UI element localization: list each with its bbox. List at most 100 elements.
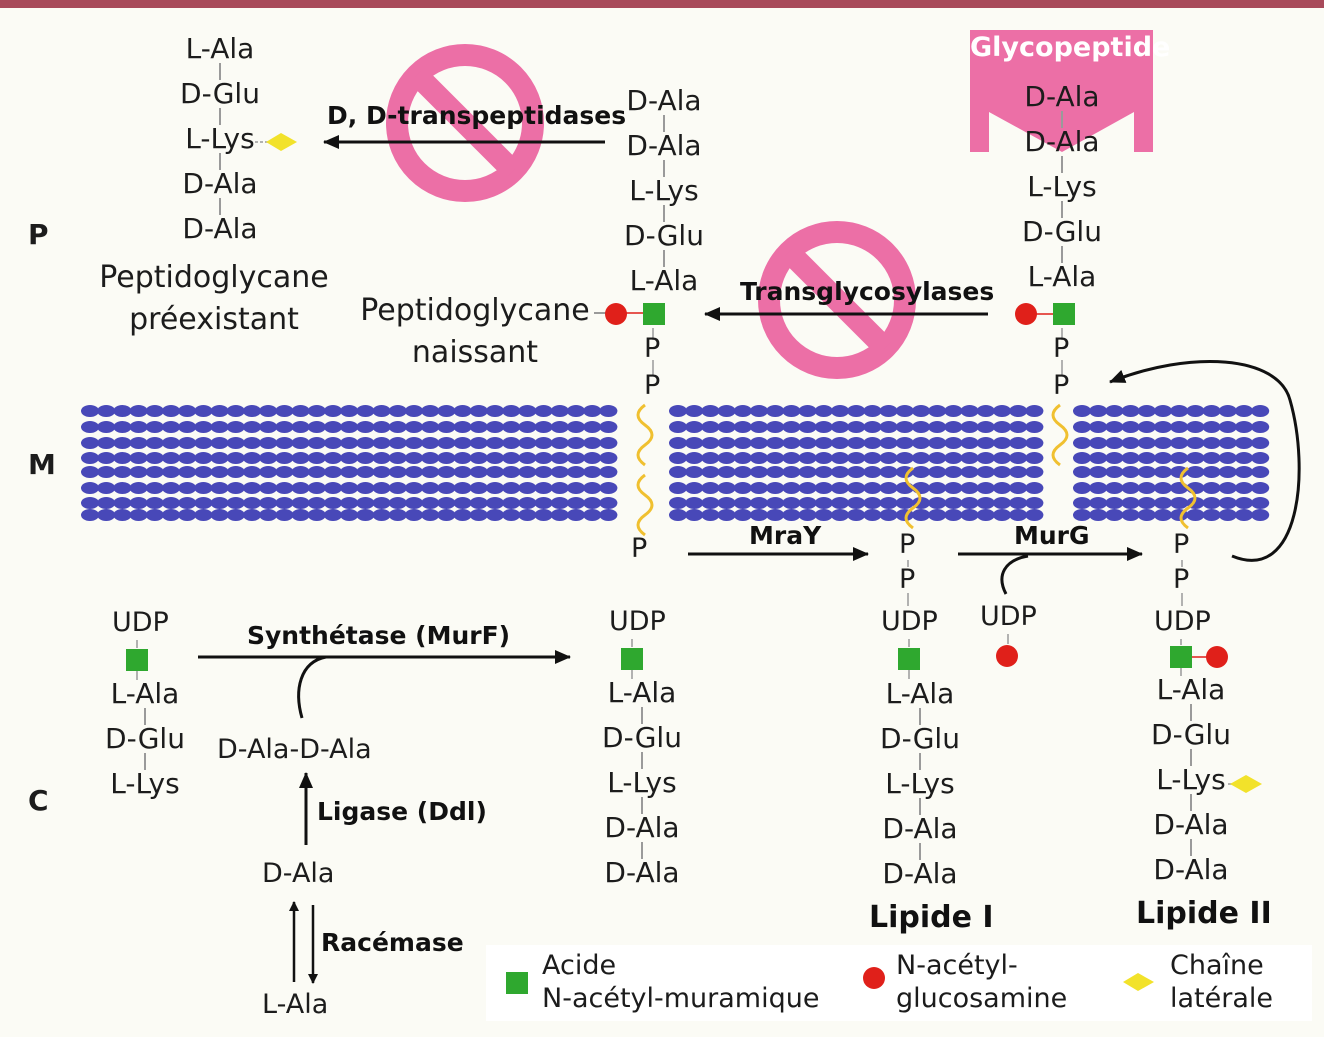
lipid-head — [421, 421, 440, 433]
lipid-head — [831, 466, 849, 478]
lipid-head — [453, 452, 472, 464]
lipid-head — [113, 482, 132, 494]
lipid-head — [178, 421, 197, 433]
lipid-head — [534, 452, 553, 464]
udp-label: UDP — [609, 606, 666, 637]
lipid-head — [1073, 509, 1091, 521]
lipid-head — [1009, 421, 1028, 433]
lipid-head — [1235, 405, 1253, 417]
lipid-head — [1073, 466, 1091, 478]
lipid-head — [814, 509, 833, 521]
lipid-head — [162, 466, 180, 478]
lipid-head — [129, 421, 148, 433]
lipid-head — [669, 509, 687, 521]
lipid-head — [405, 482, 423, 494]
lipid-head — [1137, 452, 1156, 464]
enzyme-transglycosylases: Transglycosylases — [740, 277, 995, 306]
lipid-head — [1025, 482, 1044, 494]
lipid-head — [502, 452, 521, 464]
lipid-head — [733, 497, 752, 509]
lipid-head — [97, 452, 116, 464]
lipid-head — [502, 497, 521, 509]
lipid-head — [1089, 466, 1108, 478]
lipid-head — [194, 509, 213, 521]
lipid-head — [259, 509, 278, 521]
lipid-head — [814, 437, 833, 449]
peptide-bond — [1190, 749, 1192, 766]
lipid-head — [453, 509, 472, 521]
lipid-head — [567, 509, 585, 521]
lipid-head — [717, 437, 736, 449]
lipid-head — [340, 509, 359, 521]
lipid-head — [814, 452, 833, 464]
lipid-head — [550, 421, 569, 433]
lipid-head — [259, 466, 278, 478]
peptide-bond — [641, 752, 643, 769]
lipid-head — [453, 497, 472, 509]
lipid-head — [243, 405, 261, 417]
lipid-head — [324, 452, 342, 464]
lipid-head — [97, 509, 116, 521]
lipid-head — [1105, 497, 1124, 509]
dala-dala-label: D-Ala-D-Ala — [217, 734, 372, 765]
lipid-head — [1154, 405, 1172, 417]
lipid-head — [701, 437, 720, 449]
lipid-head — [1089, 482, 1108, 494]
lipid-head — [421, 497, 440, 509]
lipid-head — [162, 497, 180, 509]
lipid-head — [895, 452, 914, 464]
lipid-head — [567, 452, 585, 464]
lipid-head — [518, 466, 537, 478]
lipid-head — [210, 452, 229, 464]
lipid-head — [388, 437, 407, 449]
lipid-head — [960, 452, 979, 464]
lipid-head — [518, 509, 537, 521]
lipid-head — [669, 482, 687, 494]
lipid-head — [113, 509, 132, 521]
lipid-head — [847, 405, 866, 417]
lipid-head — [944, 482, 963, 494]
lipid2-label: Lipide II — [1136, 896, 1272, 931]
lipid-head — [1218, 437, 1237, 449]
lipid-head — [291, 437, 310, 449]
lipid-head — [113, 437, 132, 449]
lipid-head — [895, 497, 914, 509]
amino-acid-residue: D-Glu — [1022, 215, 1102, 248]
lipid-head — [178, 452, 197, 464]
lipid-head — [895, 421, 914, 433]
lipid-head — [291, 452, 310, 464]
lipid-head — [766, 466, 785, 478]
peptide-bond — [641, 797, 643, 814]
lipid-head — [976, 437, 995, 449]
lipid-head — [1218, 466, 1237, 478]
lipid-head — [437, 437, 456, 449]
lipid-head — [550, 405, 569, 417]
amino-acid-residue: D-Glu — [1151, 718, 1231, 751]
lipid-head — [879, 509, 898, 521]
lipid-head — [1025, 421, 1044, 433]
lipid-head — [97, 421, 116, 433]
lipid-head — [534, 421, 553, 433]
lipid-head — [469, 421, 488, 433]
lipid-head — [486, 421, 504, 433]
lipid-head — [1089, 405, 1108, 417]
lipid-head — [669, 421, 687, 433]
enzyme-ligase: Ligase (Ddl) — [317, 797, 487, 826]
lipid-head — [145, 452, 164, 464]
lipid-head — [831, 497, 849, 509]
lipid-head — [275, 437, 294, 449]
lipid-head — [1025, 466, 1044, 478]
phosphate-label: P — [1173, 529, 1190, 560]
lipid-head — [324, 466, 342, 478]
lipid-head — [372, 497, 391, 509]
lipid-head — [583, 497, 602, 509]
lipid-head — [437, 482, 456, 494]
lipid-head — [1218, 452, 1237, 464]
lipid-head — [145, 437, 164, 449]
amino-acid-residue: D-Ala — [1153, 853, 1229, 886]
lipid-head — [405, 405, 423, 417]
lipid-head — [733, 466, 752, 478]
lipid-head — [685, 452, 704, 464]
